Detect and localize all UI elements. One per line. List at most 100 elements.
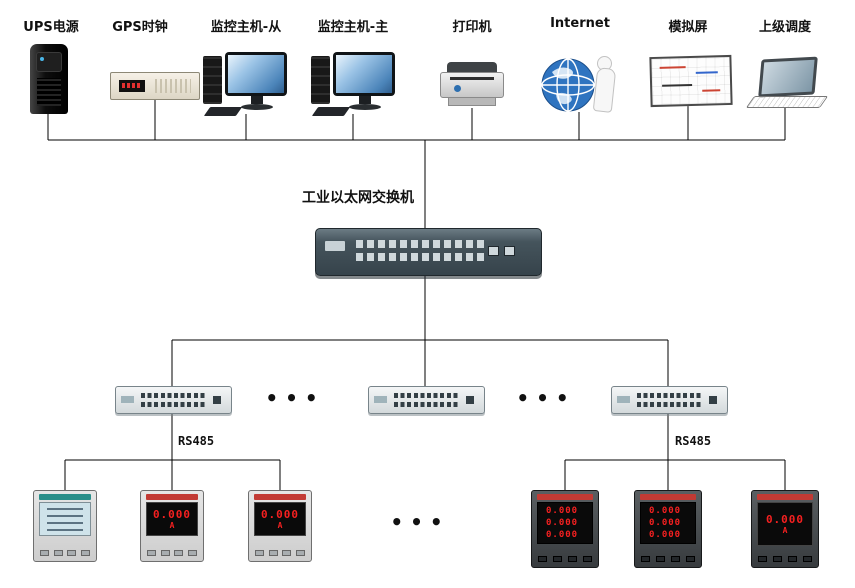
meter-led-screen: 0.000 0.000 0.000 (640, 502, 696, 544)
laptop-keyboard (745, 96, 829, 108)
globe-icon (541, 58, 595, 112)
mimic-mark (702, 89, 721, 92)
ups-vents (37, 78, 61, 106)
sub-switch-left-icon (115, 386, 232, 414)
ellipsis-switches-right: ••• (516, 386, 576, 410)
meter-button (568, 556, 577, 562)
meter-button (53, 550, 63, 556)
meter-value: 0.000 (765, 512, 805, 526)
switch-uplink-port (466, 396, 474, 404)
mimic-screen-icon (649, 54, 733, 108)
switch-port-row (141, 393, 207, 398)
meter-button (268, 550, 278, 556)
meter-row: 0.000 (546, 529, 579, 540)
meter-button (773, 556, 782, 562)
meter-led-screen: 0.000 A (757, 502, 813, 546)
monitor-stand (359, 96, 371, 104)
internet-icon (540, 52, 618, 116)
meter-button (553, 556, 562, 562)
meter-lcd-screen (39, 502, 91, 536)
ellipsis-meters: ••• (390, 510, 450, 534)
meter-button (40, 550, 49, 556)
meter-buttons (255, 550, 305, 556)
monitor-icon (225, 52, 287, 96)
label-ups: UPS电源 (23, 20, 79, 35)
meter-button (758, 556, 767, 562)
label-dispatch: 上级调度 (758, 20, 812, 35)
meter-button (295, 550, 305, 556)
monitor-screen (228, 55, 284, 93)
mimic-mark (659, 66, 686, 69)
switch-uplink-port (709, 396, 717, 404)
lcd-bars (47, 507, 83, 531)
meter-button (803, 556, 812, 562)
meter-unit: A (782, 525, 788, 535)
monitor-icon (333, 52, 395, 96)
meter-button (641, 556, 650, 562)
meter-button (671, 556, 680, 562)
meter-logo (146, 494, 198, 500)
switch-logo (121, 396, 134, 403)
meter-button (187, 550, 197, 556)
power-meter-led-icon: 0.000 A (248, 490, 312, 562)
monitor-screen (336, 55, 392, 93)
meter-button (147, 550, 156, 556)
meter-button (656, 556, 665, 562)
switch-logo (617, 396, 630, 403)
sub-switch-right-icon (611, 386, 728, 414)
meter-buttons (641, 556, 695, 562)
meter-logo (640, 494, 696, 500)
meter-logo (39, 494, 91, 500)
core-ethernet-switch-icon (315, 228, 542, 276)
switch-port-row (141, 402, 207, 407)
meter-row: 0.000 (649, 517, 682, 528)
meter-button (538, 556, 547, 562)
meter-button (160, 550, 170, 556)
monitor-base (349, 104, 381, 110)
ups-icon (30, 44, 68, 114)
gps-clock-icon (110, 72, 200, 100)
meter-value: 0.000 (152, 507, 192, 521)
meter-buttons (758, 556, 812, 562)
power-meter-led-icon: 0.000 A (140, 490, 204, 562)
meter-value: 0.000 (260, 507, 300, 521)
rs485-label-left: RS485 (178, 434, 215, 448)
monitor-base (241, 104, 273, 110)
meter-unit: A (277, 520, 283, 530)
keyboard-icon (311, 107, 351, 116)
ups-panel (36, 52, 62, 72)
meter-row: 0.000 (546, 517, 579, 528)
core-switch-label: 工业以太网交换机 (302, 190, 414, 206)
printer-tray (448, 98, 496, 106)
label-host-master: 监控主机-主 (317, 20, 389, 35)
meter-row: 0.000 (649, 529, 682, 540)
meter-button (174, 550, 184, 556)
gps-vents (155, 79, 191, 93)
meter-button (255, 550, 264, 556)
meter-row: 0.000 (649, 505, 682, 516)
power-meter-3row-icon: 0.000 0.000 0.000 (634, 490, 702, 568)
sub-switch-middle-icon (368, 386, 485, 414)
meter-logo (254, 494, 306, 500)
meter-button (282, 550, 292, 556)
meter-button (67, 550, 77, 556)
printer-icon (440, 62, 504, 110)
label-printer: 打印机 (452, 20, 492, 35)
mimic-mark (695, 71, 718, 74)
switch-logo (374, 396, 387, 403)
switch-uplink-port (488, 246, 499, 256)
meter-led-screen: 0.000 A (254, 502, 306, 536)
printer-body (440, 72, 504, 98)
ellipsis-switches-left: ••• (265, 386, 325, 410)
power-meter-led-icon: 0.000 A (751, 490, 819, 568)
meter-button (686, 556, 695, 562)
printer-slot (450, 77, 494, 80)
label-gps-clock: GPS时钟 (112, 20, 168, 35)
gps-digits (122, 83, 141, 88)
meter-logo (757, 494, 813, 500)
person-body-icon (592, 67, 617, 113)
meter-led-screen: 0.000 0.000 0.000 (537, 502, 593, 544)
label-mimic: 模拟屏 (668, 20, 708, 35)
rs485-label-right: RS485 (675, 434, 712, 448)
laptop-screen (758, 56, 818, 98)
